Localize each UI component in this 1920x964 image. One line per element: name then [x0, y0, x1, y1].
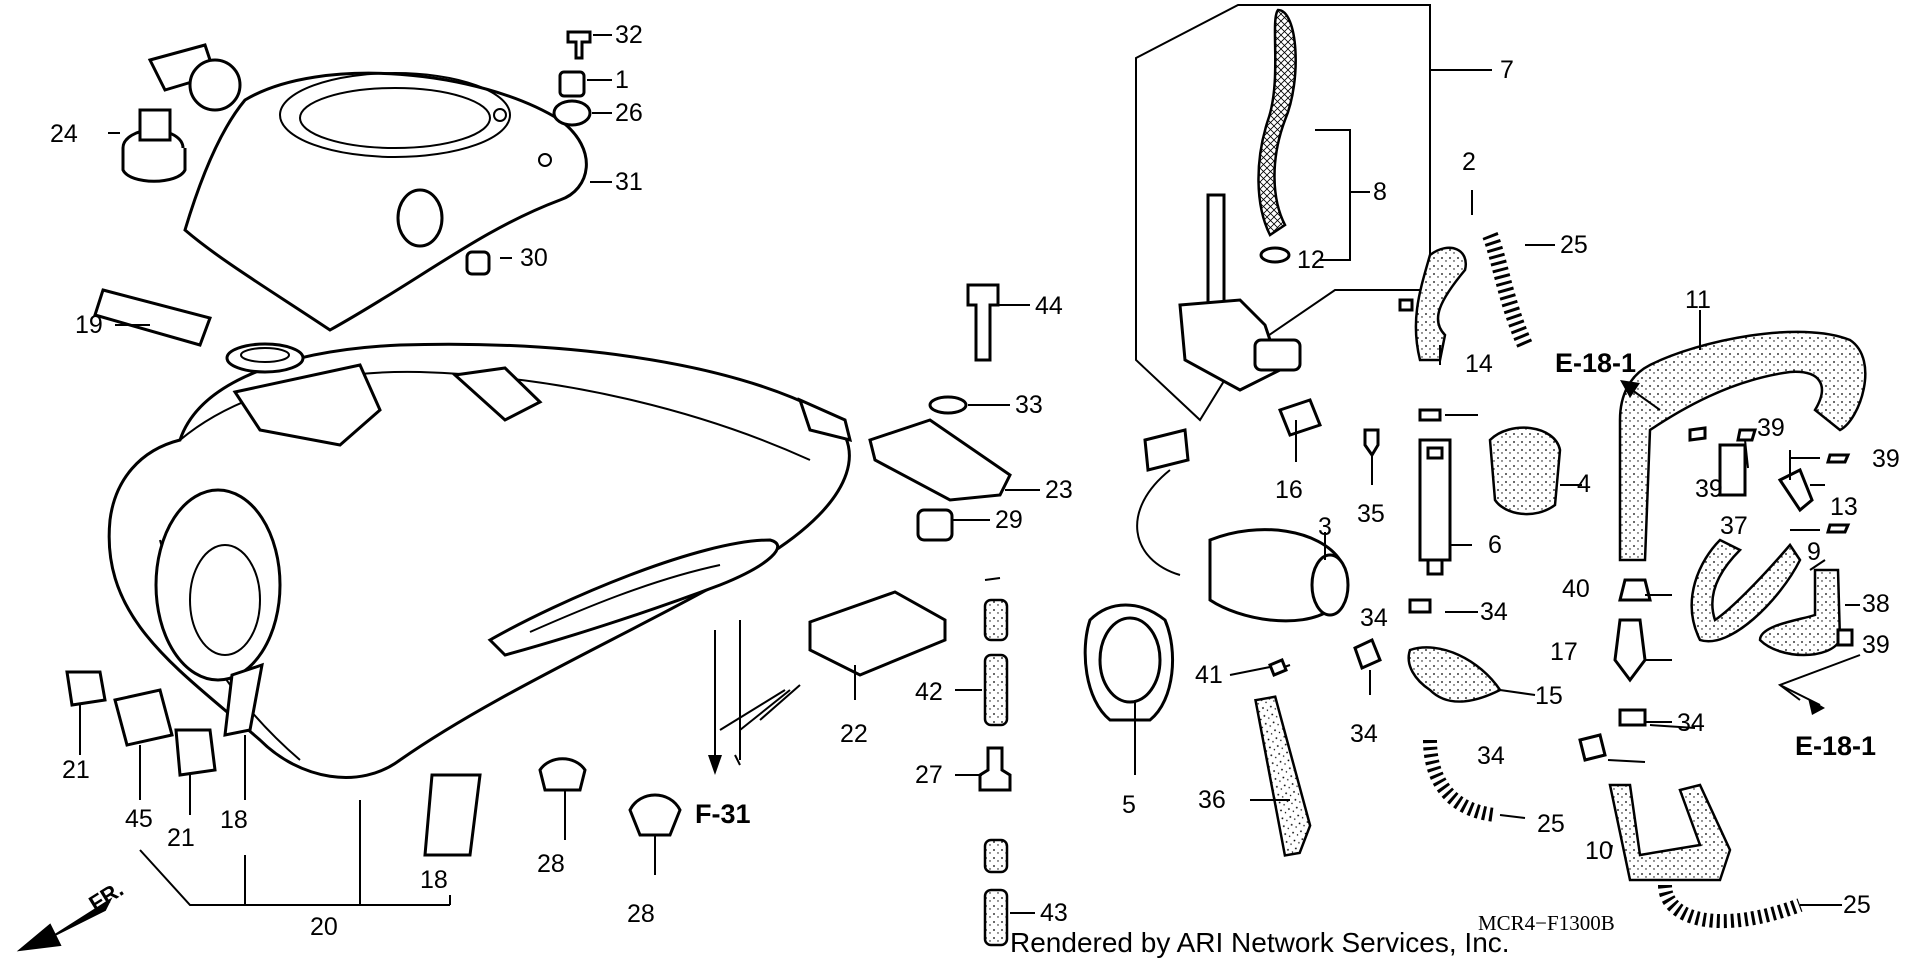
- callout-25[interactable]: 25: [1537, 810, 1565, 838]
- callout-20[interactable]: 20: [310, 913, 338, 941]
- callout-9[interactable]: 9: [1807, 538, 1821, 566]
- callout-15[interactable]: 15: [1535, 682, 1563, 710]
- callout-45[interactable]: 45: [125, 805, 153, 833]
- callout-28[interactable]: 28: [627, 900, 655, 928]
- front-direction-arrow: [16, 897, 113, 952]
- callout-43[interactable]: 43: [1040, 899, 1068, 927]
- ref-f31[interactable]: F-31: [695, 799, 751, 829]
- callout-34[interactable]: 34: [1477, 742, 1505, 770]
- callout-34[interactable]: 34: [1350, 720, 1378, 748]
- tank-cover-drawing: [183, 71, 588, 332]
- callout-31[interactable]: 31: [615, 168, 643, 196]
- callout-7[interactable]: 7: [1500, 56, 1514, 84]
- callout-26[interactable]: 26: [615, 99, 643, 127]
- callout-39[interactable]: 39: [1872, 445, 1900, 473]
- callout-37[interactable]: 37: [1720, 512, 1748, 540]
- callout-6[interactable]: 6: [1488, 531, 1502, 559]
- callout-38[interactable]: 38: [1862, 590, 1890, 618]
- callout-8[interactable]: 8: [1373, 178, 1387, 206]
- callout-32[interactable]: 32: [615, 21, 643, 49]
- callout-21[interactable]: 21: [167, 824, 195, 852]
- decals-cushions-drawing: [65, 662, 482, 857]
- fuel-pump-drawing: [1083, 398, 1562, 857]
- screw-bushing-drawing: [93, 30, 592, 347]
- credit-text: Rendered by ARI Network Services, Inc.: [1010, 927, 1510, 958]
- callout-2[interactable]: 2: [1462, 148, 1476, 176]
- callout-10[interactable]: 10: [1585, 837, 1613, 865]
- callout-23[interactable]: 23: [1045, 476, 1073, 504]
- callout-16[interactable]: 16: [1275, 476, 1303, 504]
- leader-lines: [79, 34, 1860, 914]
- fuel-tubes-drawing: [538, 577, 1012, 947]
- callout-39[interactable]: 39: [1862, 631, 1890, 659]
- callout-27[interactable]: 27: [915, 761, 943, 789]
- callout-30[interactable]: 30: [520, 244, 548, 272]
- fuel-tank-drawing: [107, 342, 853, 779]
- callout-12[interactable]: 12: [1297, 246, 1325, 274]
- callout-25[interactable]: 25: [1560, 231, 1588, 259]
- callout-11[interactable]: 11: [1685, 286, 1711, 314]
- callout-14[interactable]: 14: [1465, 350, 1493, 378]
- direction-arrows: [708, 380, 1861, 775]
- callout-41[interactable]: 41: [1195, 661, 1223, 689]
- diagram-code: MCR4−F1300B: [1478, 911, 1615, 935]
- callout-39[interactable]: 39: [1757, 414, 1785, 442]
- callout-33[interactable]: 33: [1015, 391, 1043, 419]
- callout-18[interactable]: 18: [420, 866, 448, 894]
- callout-39[interactable]: 39: [1695, 475, 1723, 503]
- ref-e18-bottom[interactable]: E-18-1: [1795, 731, 1876, 761]
- bolt-bracket-drawing: [808, 283, 1012, 677]
- callout-24[interactable]: 24: [50, 120, 78, 148]
- callout-18[interactable]: 18: [220, 806, 248, 834]
- callout-36[interactable]: 36: [1198, 786, 1226, 814]
- callout-5[interactable]: 5: [1122, 791, 1136, 819]
- callout-17[interactable]: 17: [1550, 638, 1578, 666]
- filler-cap-drawing: [121, 43, 242, 183]
- callout-34[interactable]: 34: [1480, 598, 1508, 626]
- callout-34[interactable]: 34: [1360, 604, 1388, 632]
- callout-4[interactable]: 4: [1577, 470, 1591, 498]
- callout-3[interactable]: 3: [1318, 513, 1332, 541]
- callout-42[interactable]: 42: [915, 678, 943, 706]
- callout-35[interactable]: 35: [1357, 500, 1385, 528]
- ref-e18-top[interactable]: E-18-1: [1555, 348, 1636, 378]
- fuel-valve-drawing: [1135, 4, 1431, 422]
- callout-44[interactable]: 44: [1035, 292, 1063, 320]
- callout-21[interactable]: 21: [62, 756, 90, 784]
- callout-34[interactable]: 34: [1677, 709, 1705, 737]
- callout-29[interactable]: 29: [995, 506, 1023, 534]
- callout-22[interactable]: 22: [840, 720, 868, 748]
- callout-13[interactable]: 13: [1830, 493, 1858, 521]
- front-label: FR.: [84, 876, 127, 916]
- hoses-drawing: [1268, 232, 1867, 929]
- callout-19[interactable]: 19: [75, 311, 103, 339]
- callout-25[interactable]: 25: [1843, 891, 1871, 919]
- callout-40[interactable]: 40: [1562, 575, 1590, 603]
- callout-28[interactable]: 28: [537, 850, 565, 878]
- callout-1[interactable]: 1: [615, 66, 629, 94]
